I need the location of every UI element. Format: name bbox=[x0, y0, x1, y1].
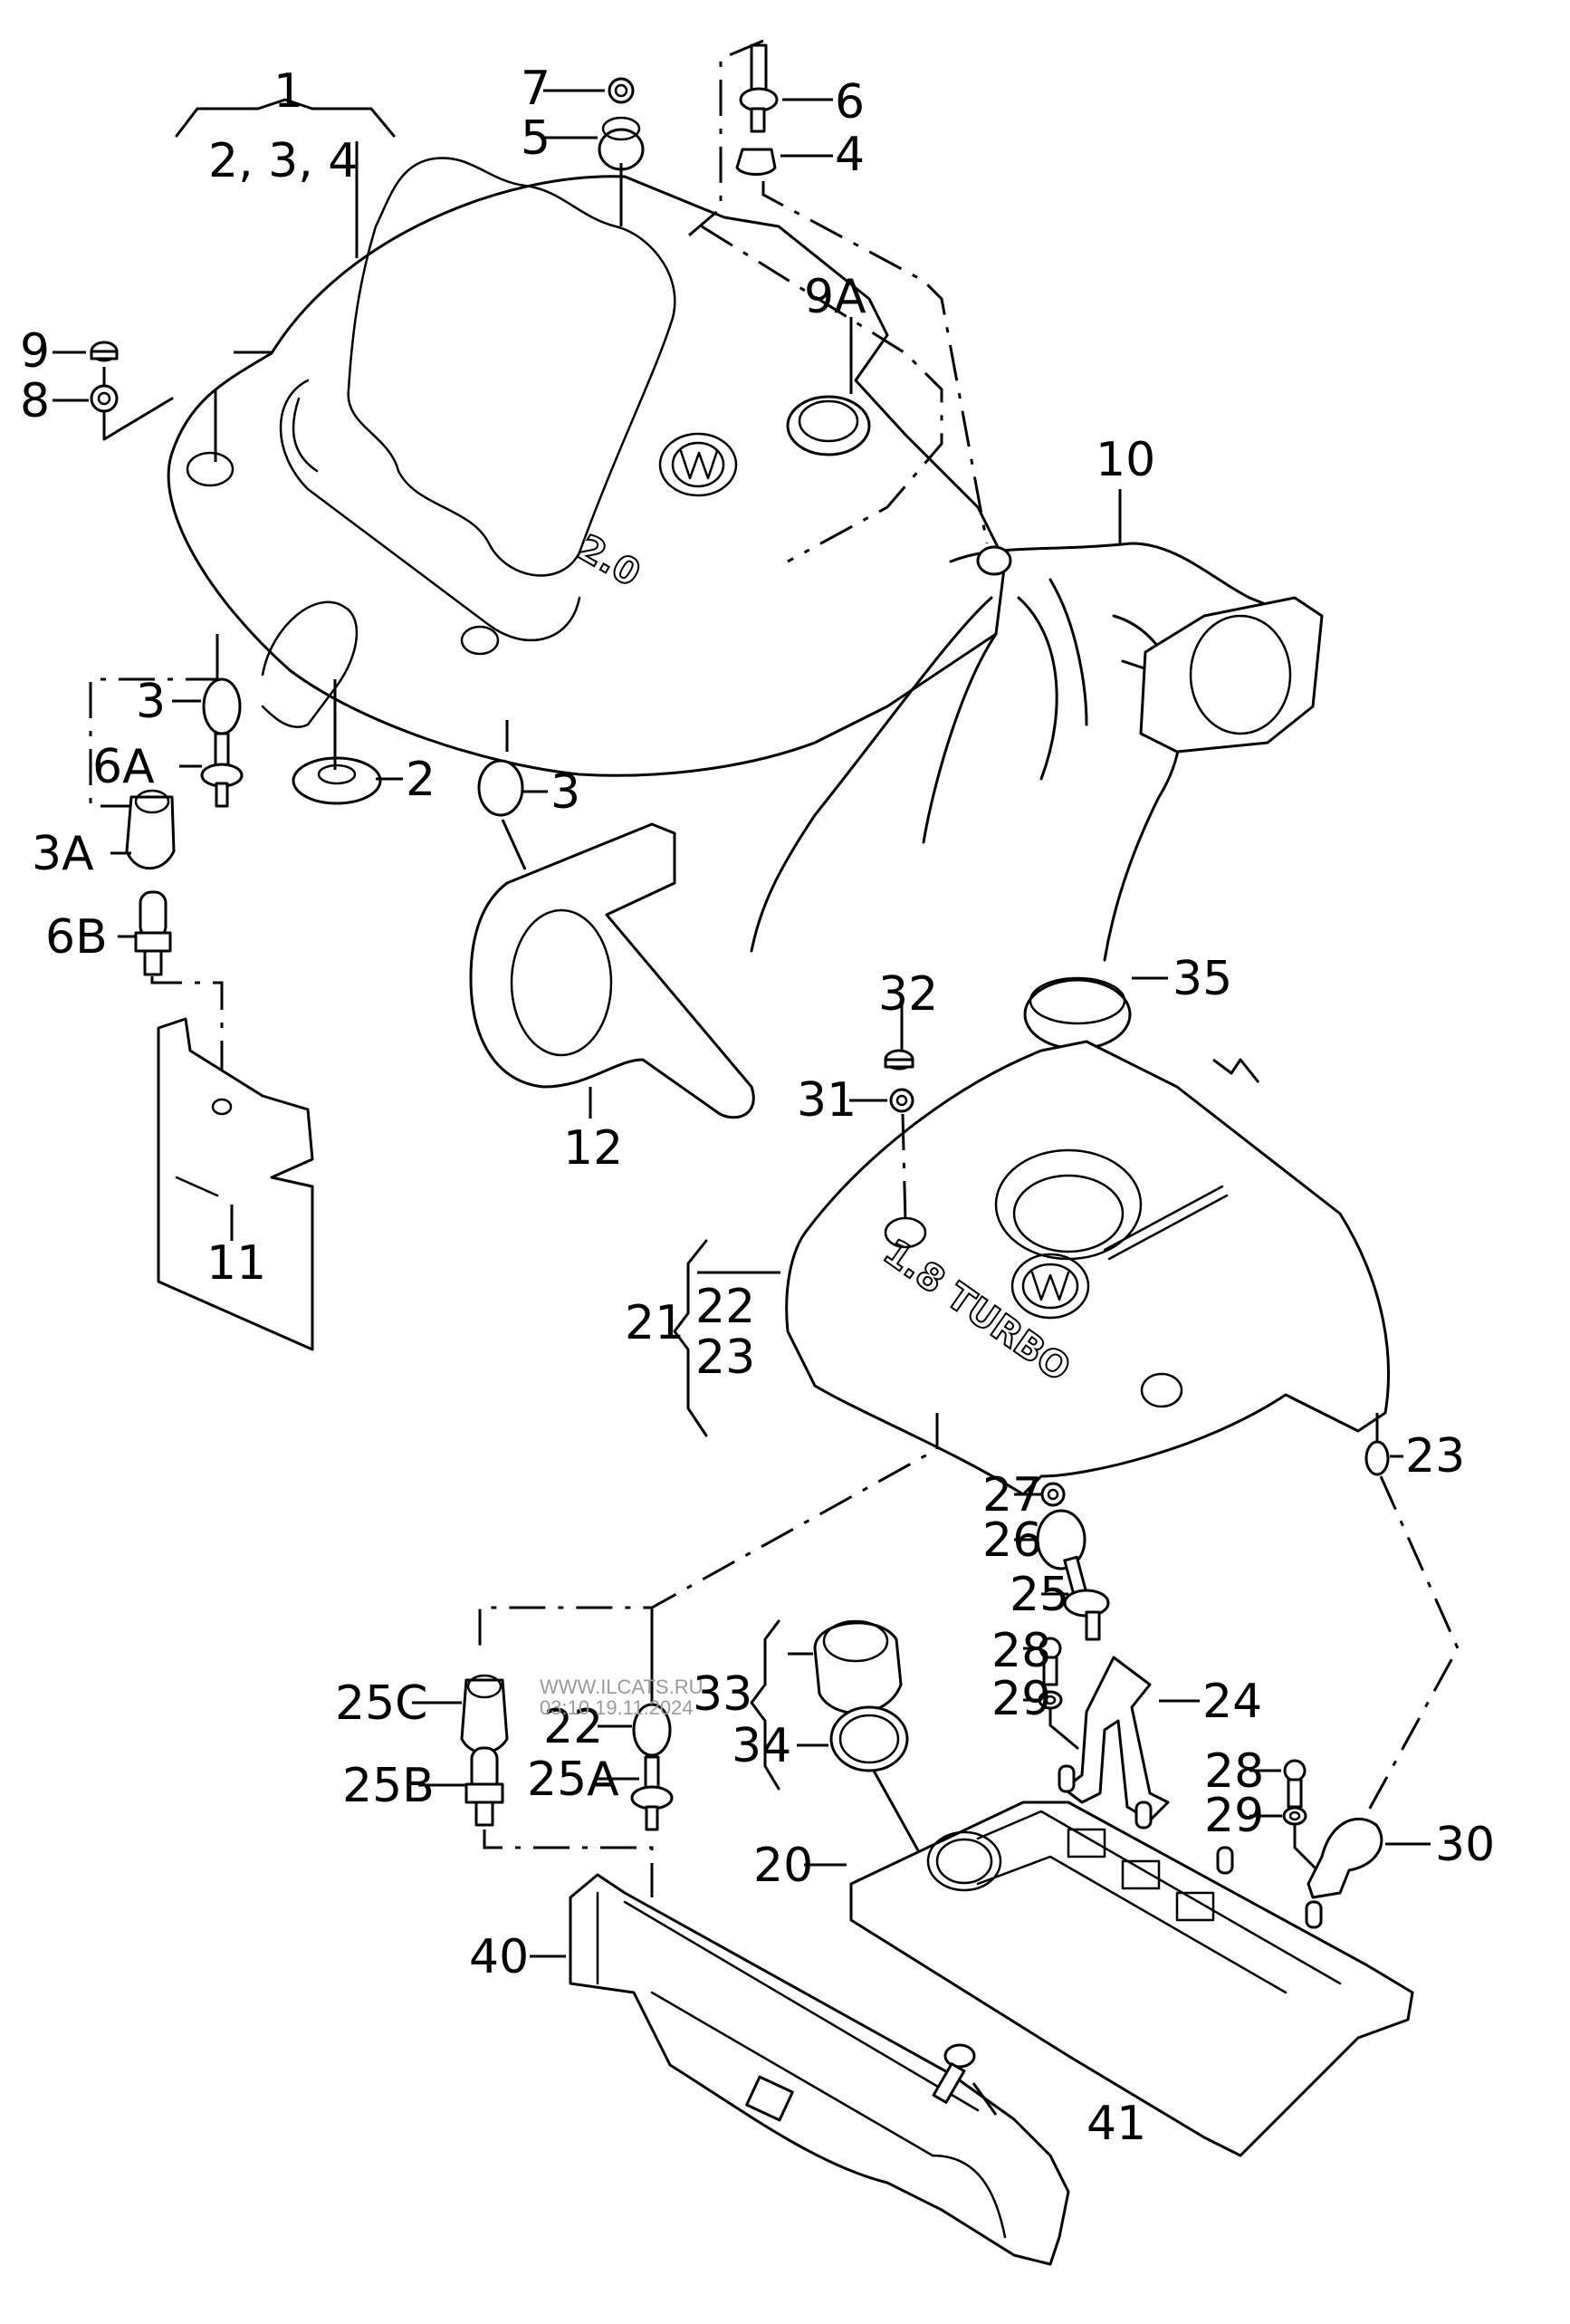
engine-cover-2-0[interactable]: 2.0 bbox=[167, 157, 1007, 777]
label-12: 12 bbox=[563, 1121, 623, 1176]
screw-28-a[interactable] bbox=[1039, 1637, 1062, 1686]
label-24: 24 bbox=[1202, 1675, 1262, 1729]
label-25C: 25C bbox=[335, 1676, 427, 1731]
label-8: 8 bbox=[20, 374, 50, 428]
label-11: 11 bbox=[206, 1236, 266, 1291]
bushing-4[interactable] bbox=[735, 148, 777, 176]
label-33: 33 bbox=[693, 1667, 752, 1722]
label-26: 26 bbox=[982, 1513, 1042, 1568]
stud-25[interactable] bbox=[1063, 1555, 1110, 1641]
clip-30[interactable] bbox=[1307, 1817, 1383, 1899]
label-9A: 9A bbox=[804, 270, 866, 324]
label-25: 25 bbox=[1010, 1568, 1069, 1622]
label-25A: 25A bbox=[527, 1753, 619, 1807]
label-3A: 3A bbox=[32, 827, 94, 881]
label-28-b: 28 bbox=[1204, 1744, 1264, 1799]
label-21: 21 bbox=[625, 1296, 684, 1350]
label-30: 30 bbox=[1435, 1818, 1495, 1872]
bushing-26[interactable] bbox=[1036, 1509, 1087, 1570]
screw-28-b[interactable] bbox=[1283, 1759, 1307, 1809]
vw-logo-1-8t bbox=[1010, 1253, 1090, 1320]
nut-8[interactable] bbox=[90, 384, 119, 413]
label-41: 41 bbox=[1087, 2097, 1146, 2151]
label-1: 1 bbox=[273, 64, 303, 119]
engine-cover-1-8t[interactable]: 1.8 TURBO bbox=[785, 1040, 1390, 1496]
bracket-12[interactable] bbox=[469, 822, 755, 1119]
label-3-right: 3 bbox=[550, 765, 580, 820]
cap-9[interactable] bbox=[90, 341, 119, 362]
label-6A: 6A bbox=[92, 740, 155, 794]
label-34: 34 bbox=[732, 1719, 791, 1773]
label-2: 2 bbox=[406, 753, 436, 807]
nut-31[interactable] bbox=[889, 1088, 914, 1113]
label-7: 7 bbox=[521, 62, 550, 116]
nut-27[interactable] bbox=[1040, 1482, 1066, 1507]
nut-7[interactable] bbox=[608, 77, 635, 104]
bushing-25C[interactable] bbox=[460, 1674, 509, 1754]
intake-manifold[interactable] bbox=[750, 542, 1324, 962]
label-6B: 6B bbox=[45, 910, 108, 965]
label-21-22: 22 bbox=[695, 1280, 755, 1334]
stud-6[interactable] bbox=[739, 43, 779, 133]
bolt-6B[interactable] bbox=[134, 890, 172, 976]
label-3-left: 3 bbox=[136, 675, 166, 729]
label-28-a: 28 bbox=[991, 1624, 1051, 1678]
stud-6A[interactable] bbox=[200, 732, 244, 808]
label-25B: 25B bbox=[342, 1759, 435, 1813]
label-27: 27 bbox=[982, 1468, 1042, 1522]
label-23-right: 23 bbox=[1405, 1429, 1465, 1484]
sensor-41[interactable] bbox=[932, 2043, 976, 2104]
bushing-3A[interactable] bbox=[125, 789, 176, 870]
grommet-2[interactable] bbox=[292, 756, 382, 805]
seal-34[interactable] bbox=[829, 1705, 909, 1772]
label-21-23: 23 bbox=[695, 1330, 755, 1385]
seal-35[interactable] bbox=[1023, 976, 1132, 1051]
label-9: 9 bbox=[20, 324, 50, 379]
washer-29-a[interactable] bbox=[1038, 1690, 1063, 1710]
watermark-site: WWW.ILCATS.RU bbox=[540, 1676, 703, 1698]
valve-cover-20[interactable] bbox=[849, 1764, 1414, 2157]
label-29-b: 29 bbox=[1204, 1789, 1264, 1843]
stud-25A[interactable] bbox=[630, 1755, 674, 1831]
label-20: 20 bbox=[753, 1839, 813, 1893]
bracket-24[interactable] bbox=[1062, 1656, 1170, 1822]
cap-32[interactable] bbox=[884, 1049, 914, 1071]
washer-29-b[interactable] bbox=[1282, 1806, 1307, 1826]
stud-23-right[interactable] bbox=[1364, 1440, 1390, 1476]
label-31: 31 bbox=[797, 1073, 857, 1128]
oil-cap-33[interactable] bbox=[813, 1619, 903, 1714]
intake-manifold-40[interactable] bbox=[569, 1873, 1070, 2266]
bracket-11[interactable] bbox=[157, 1017, 314, 1351]
label-4: 4 bbox=[835, 128, 865, 182]
bushing-5[interactable] bbox=[598, 116, 645, 171]
bushing-3-left[interactable] bbox=[202, 677, 242, 735]
bushing-3-right[interactable] bbox=[477, 759, 524, 817]
label-35: 35 bbox=[1173, 952, 1232, 1006]
label-40: 40 bbox=[469, 1930, 529, 1984]
label-1-group: 2, 3, 4 bbox=[208, 134, 358, 188]
bolt-25B[interactable] bbox=[464, 1746, 504, 1827]
label-22-lower: 22 bbox=[543, 1700, 603, 1754]
label-5: 5 bbox=[521, 111, 550, 166]
label-29-a: 29 bbox=[991, 1672, 1051, 1726]
watermark-timestamp: 03:10 19.11.2024 bbox=[540, 1696, 694, 1719]
grommet-9A[interactable] bbox=[786, 395, 871, 456]
bushing-22-lower[interactable] bbox=[632, 1703, 672, 1757]
label-10: 10 bbox=[1096, 433, 1155, 487]
vw-logo bbox=[658, 432, 738, 497]
label-6: 6 bbox=[835, 75, 865, 130]
label-32: 32 bbox=[878, 967, 938, 1022]
